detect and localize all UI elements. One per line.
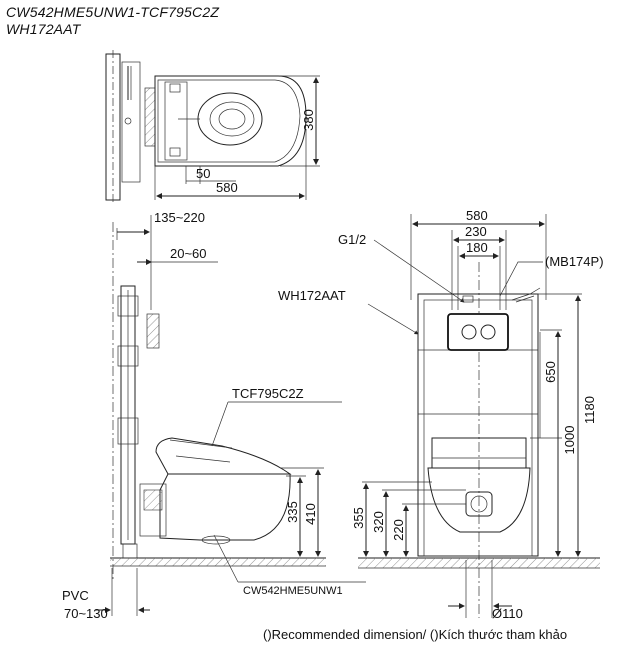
label-wh172aat: WH172AAT <box>278 288 346 303</box>
label-g1-2: G1/2 <box>338 232 366 247</box>
side-dim-135-220: 135~220 <box>154 210 205 225</box>
front-dim-230: 230 <box>465 224 487 239</box>
footer-note: ()Recommended dimension/ ()Kích thước th… <box>263 627 568 642</box>
front-view: 580 230 180 G1/2 (MB174P) WH172AAT <box>278 208 604 621</box>
label-pvc: PVC <box>62 588 89 603</box>
front-dim-580: 580 <box>466 208 488 223</box>
front-dim-355: 355 <box>351 507 366 529</box>
side-dim-70-130: 70~130 <box>64 606 108 621</box>
top-dim-380: 380 <box>301 109 316 131</box>
front-dim-pipe: Ø110 <box>492 606 523 621</box>
model-title-line1: CW542HME5UNW1-TCF795C2Z <box>6 4 220 20</box>
side-dim-20-60: 20~60 <box>170 246 207 261</box>
model-title-line2: WH172AAT <box>6 21 81 37</box>
label-cw542hme5unw1: CW542HME5UNW1 <box>243 585 343 597</box>
front-dim-1000: 1000 <box>562 426 577 455</box>
side-view: 135~220 20~60 TCF795C2Z 335 410 <box>62 210 366 621</box>
front-dim-650: 650 <box>543 361 558 383</box>
front-dim-220: 220 <box>391 519 406 541</box>
front-dim-1180: 1180 <box>582 396 597 424</box>
label-tcf795c2z: TCF795C2Z <box>232 386 304 401</box>
front-dim-320: 320 <box>371 511 386 533</box>
side-dim-410: 410 <box>303 503 318 525</box>
label-mb174p: (MB174P) <box>545 254 604 269</box>
side-dim-335: 335 <box>285 501 300 523</box>
top-dim-50: 50 <box>196 166 210 181</box>
top-view: 380 50 580 <box>105 50 320 204</box>
top-dim-580: 580 <box>216 180 238 195</box>
front-dim-180: 180 <box>466 240 488 255</box>
